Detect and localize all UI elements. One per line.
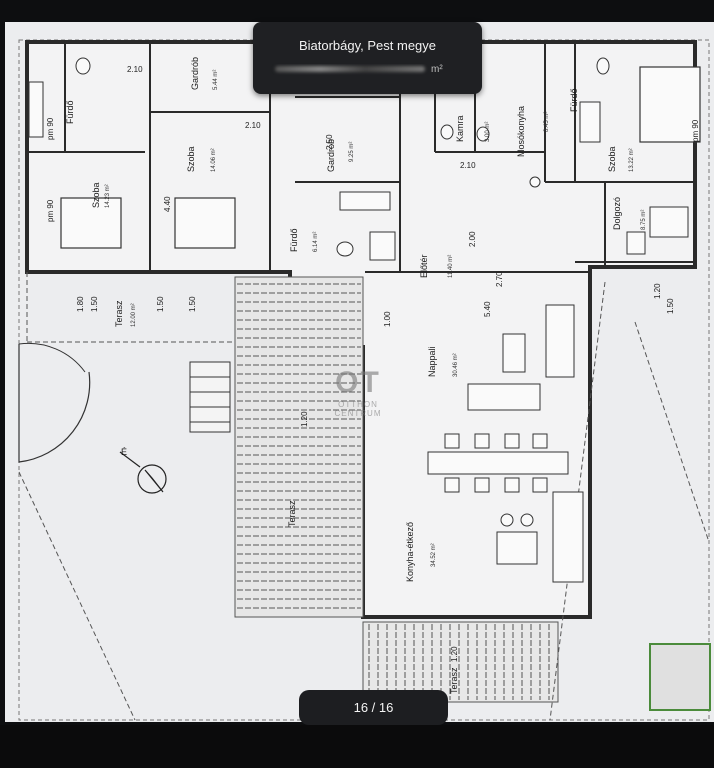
area-furdo2: 6.14 m² bbox=[313, 232, 319, 252]
dim-label: 2.10 bbox=[245, 121, 261, 130]
image-counter: 16 / 16 bbox=[299, 690, 448, 725]
area-dolgozo: 8.75 m² bbox=[641, 210, 647, 230]
dim-label: 2.00 bbox=[468, 231, 477, 247]
area-mosokonyha: 8.45 m² bbox=[544, 112, 550, 132]
dim-label: 1.20 bbox=[450, 646, 459, 662]
dim-label: 4.40 bbox=[163, 196, 172, 212]
dim-label: 5.40 bbox=[483, 301, 492, 317]
dim-label: pm 90 bbox=[46, 117, 55, 140]
dim-label: 2.10 bbox=[127, 65, 143, 74]
dim-label: 1.00 bbox=[383, 311, 392, 327]
room-label-furdo2: Fürdő bbox=[289, 228, 299, 252]
area-eloter: 11.40 m² bbox=[448, 255, 454, 278]
room-label-konyha: Konyha-étkező bbox=[405, 522, 415, 582]
watermark-line1: OTTHON bbox=[338, 400, 378, 409]
room-label-kamra: Kamra bbox=[455, 115, 465, 142]
dim-label: 1.20 bbox=[653, 283, 662, 299]
area-kamra: 3.00 m² bbox=[485, 122, 491, 142]
area-gardrob2: 9.25 m² bbox=[349, 142, 355, 162]
listing-title-overlay: Biatorbágy, Pest megye m² bbox=[253, 22, 482, 94]
area-konyha: 34.52 m² bbox=[431, 543, 437, 567]
floor-plan-image: É Fürdő Szoba 14.23 m² Gardrób 5.44 m² S… bbox=[5, 22, 714, 722]
listing-title: Biatorbágy, Pest megye bbox=[298, 38, 437, 53]
room-label-terasz3: Terasz bbox=[449, 667, 459, 694]
room-label-furdo1: Fürdő bbox=[65, 100, 75, 124]
room-label-mosokonyha: Mosókonyha bbox=[516, 106, 526, 157]
dim-label: 1.50 bbox=[156, 296, 165, 312]
dim-label: 2.10 bbox=[460, 161, 476, 170]
watermark-logo: OT OTTHON CENTRUM bbox=[323, 366, 393, 456]
room-label-terasz2: Terasz bbox=[287, 500, 297, 527]
area-szoba3: 13.22 m² bbox=[629, 148, 635, 172]
area-szoba2: 14.06 m² bbox=[211, 148, 217, 172]
dim-label: 1.80 bbox=[76, 296, 85, 312]
room-label-eloter: Előtér bbox=[419, 254, 429, 278]
dim-label: 1.50 bbox=[666, 298, 675, 314]
area-gardrob1: 5.44 m² bbox=[213, 70, 219, 90]
dim-label: pm 90 bbox=[46, 199, 55, 222]
room-label-gardrob2: Gardrób bbox=[326, 139, 336, 172]
dim-label: 1.50 bbox=[90, 296, 99, 312]
dim-label: 2.70 bbox=[495, 271, 504, 287]
room-label-szoba3: Szoba bbox=[607, 146, 617, 172]
dim-label: 2.50 bbox=[325, 134, 334, 150]
area-nappali: 30.46 m² bbox=[453, 353, 459, 377]
area-terasz1: 12.00 m² bbox=[131, 303, 137, 327]
floor-plan-drawing: É Fürdő Szoba 14.23 m² Gardrób 5.44 m² S… bbox=[18, 39, 711, 721]
svg-text:É: É bbox=[121, 447, 127, 457]
listing-subtitle: m² bbox=[269, 64, 466, 75]
monitor-bezel bbox=[0, 725, 714, 768]
room-label-szoba2: Szoba bbox=[186, 146, 196, 172]
room-label-dolgozo: Dolgozó bbox=[612, 197, 622, 230]
room-label-gardrob1: Gardrób bbox=[190, 57, 200, 90]
area-szoba1: 14.23 m² bbox=[105, 184, 111, 208]
room-label-terasz1: Terasz bbox=[114, 300, 124, 327]
dim-label: pm 90 bbox=[691, 119, 700, 142]
area-unit: m² bbox=[431, 64, 443, 75]
dim-label: 1.20 bbox=[300, 411, 309, 427]
image-counter-text: 16 / 16 bbox=[353, 700, 394, 715]
room-label-nappali: Nappali bbox=[427, 346, 437, 377]
watermark-mark: OT bbox=[335, 366, 381, 399]
watermark-line2: CENTRUM bbox=[334, 409, 382, 418]
redacted-text bbox=[275, 66, 425, 73]
dim-label: 1.50 bbox=[188, 296, 197, 312]
room-label-szoba1: Szoba bbox=[91, 182, 101, 208]
room-label-furdo3: Fürdő bbox=[569, 88, 579, 112]
